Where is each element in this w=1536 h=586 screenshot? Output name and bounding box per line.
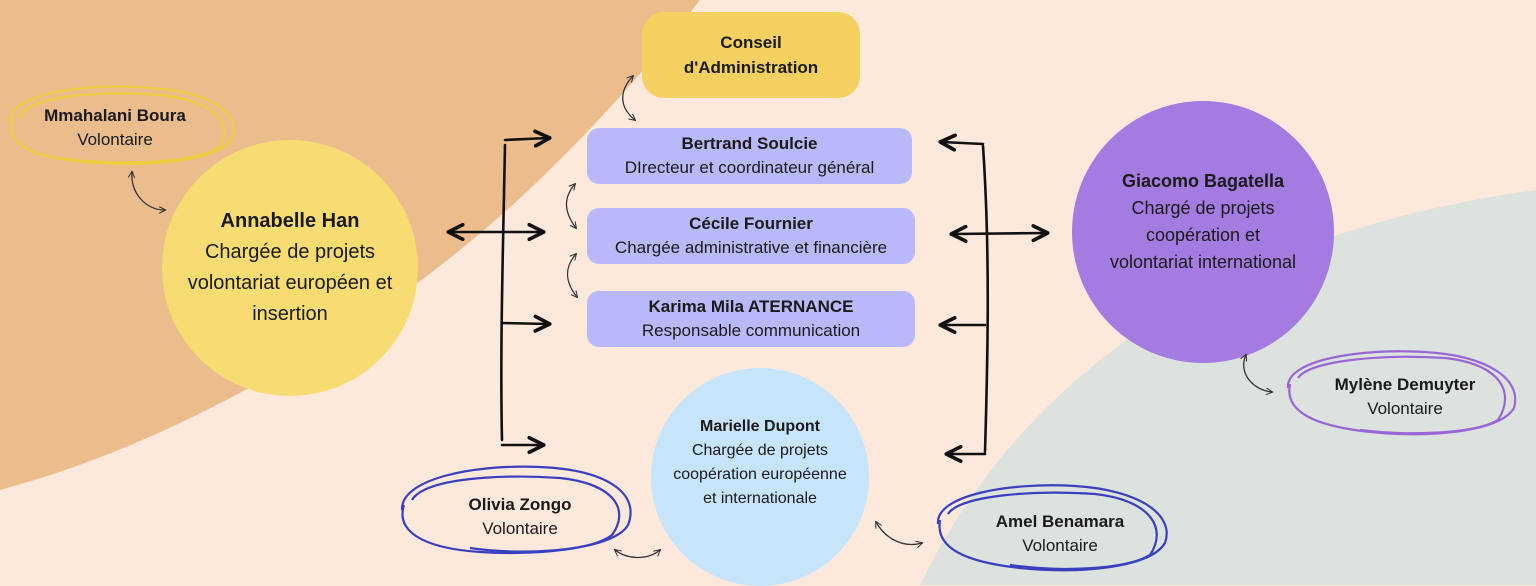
volunteer-name: Mylène Demuyter [1334, 375, 1476, 394]
volunteer-role: Volontaire [77, 130, 153, 149]
volunteer-role: Volontaire [482, 519, 558, 538]
marielle-role-line3: et internationale [703, 490, 817, 507]
staff-role: DIrecteur et coordinateur général [624, 158, 875, 177]
marielle-circle: Marielle Dupont Chargée de projets coopé… [651, 368, 869, 586]
staff-box-cecile: Cécile Fournier Chargée administrative e… [587, 208, 915, 264]
annabelle-name: Annabelle Han [220, 210, 360, 232]
annabelle-role-line2: volontariat européen et [187, 272, 393, 294]
volunteer-name: Amel Benamara [995, 512, 1125, 531]
staff-role: Responsable communication [641, 321, 861, 340]
staff-box-karima: Karima Mila ATERNANCE Responsable commun… [587, 291, 915, 347]
giacomo-role-line3: volontariat international [1109, 252, 1297, 272]
volunteer-amel: Amel Benamara Volontaire [960, 510, 1160, 558]
conseil-line2: d'Administration [683, 58, 819, 77]
giacomo-role-line1: Chargé de projets [1131, 198, 1275, 218]
staff-name: Karima Mila ATERNANCE [648, 297, 854, 316]
volunteer-name: Mmahalani Boura [44, 106, 186, 125]
staff-name: Cécile Fournier [689, 214, 813, 233]
giacomo-circle: Giacomo Bagatella Chargé de projets coop… [1072, 101, 1334, 363]
marielle-role-line1: Chargée de projets [691, 442, 829, 459]
volunteer-mylene: Mylène Demuyter Volontaire [1305, 373, 1505, 421]
annabelle-role-line1: Chargée de projets [204, 241, 376, 263]
marielle-role-line2: coopération européenne [673, 466, 847, 483]
conseil-line1: Conseil [720, 33, 782, 52]
giacomo-role-line2: coopération et [1145, 225, 1261, 245]
marielle-name: Marielle Dupont [699, 418, 820, 435]
giacomo-name: Giacomo Bagatella [1121, 171, 1285, 191]
volunteer-role: Volontaire [1367, 399, 1443, 418]
staff-role: Chargée administrative et financière [614, 238, 888, 257]
staff-name: Bertrand Soulcie [681, 134, 818, 153]
volunteer-olivia: Olivia Zongo Volontaire [420, 493, 620, 541]
conseil-administration-box: Conseil d'Administration [642, 12, 860, 98]
volunteer-name: Olivia Zongo [468, 495, 572, 514]
volunteer-mmahalani: Mmahalani Boura Volontaire [20, 104, 210, 152]
annabelle-role-line3: insertion [252, 303, 328, 325]
annabelle-circle: Annabelle Han Chargée de projets volonta… [162, 140, 418, 396]
staff-box-bertrand: Bertrand Soulcie DIrecteur et coordinate… [587, 128, 912, 184]
volunteer-role: Volontaire [1022, 536, 1098, 555]
